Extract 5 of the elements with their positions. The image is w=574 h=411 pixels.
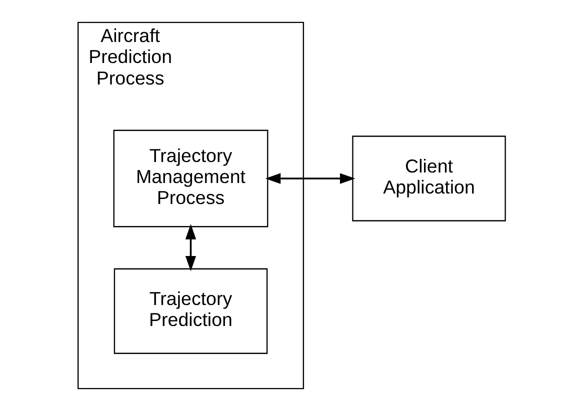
arrow bbox=[185, 224, 196, 272]
arrow bbox=[265, 173, 356, 184]
node-box: Client Application bbox=[352, 136, 506, 222]
node-box: Trajectory Management Process bbox=[113, 130, 268, 228]
node-box: Trajectory Prediction bbox=[114, 268, 268, 354]
